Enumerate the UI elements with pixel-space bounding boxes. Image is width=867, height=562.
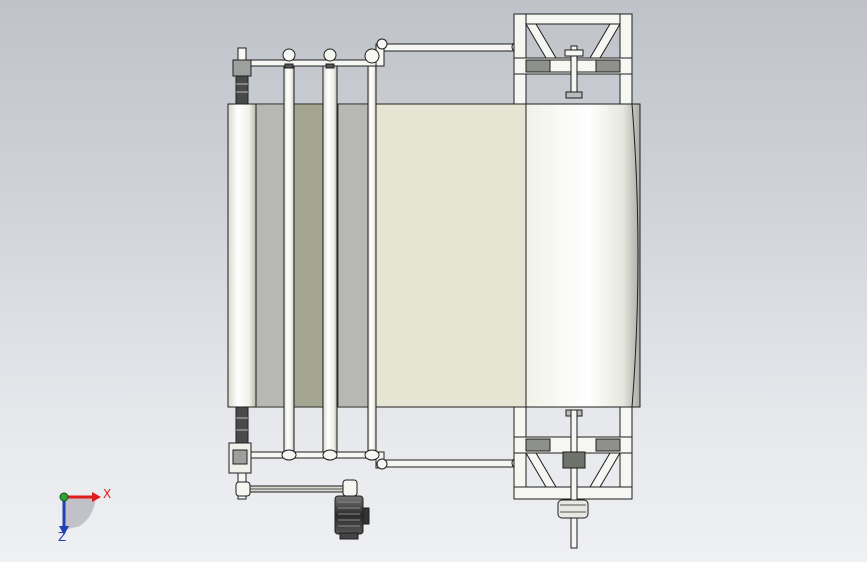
axis-origin-icon — [59, 492, 69, 502]
output-pulley-wheel[interactable] — [557, 499, 589, 519]
frame-bottom-right-brace — [589, 452, 621, 488]
top-drive-shaft[interactable] — [245, 38, 523, 69]
bearing-icon — [322, 449, 338, 461]
axis-x-label: X — [103, 487, 112, 501]
axis-z-label: Z — [58, 530, 67, 544]
bearing-icon — [376, 38, 388, 50]
frame-top[interactable] — [513, 13, 633, 105]
bottom-shaft-right[interactable] — [381, 459, 515, 468]
tail-roller[interactable] — [227, 103, 257, 408]
drive-pulley-small — [235, 481, 251, 497]
frame-bottom-left-brace — [525, 452, 557, 488]
top-shaft-right[interactable] — [381, 43, 515, 52]
shaft-collar — [325, 63, 335, 69]
head-drum[interactable] — [525, 103, 641, 408]
frame-bottom[interactable] — [513, 406, 633, 503]
drive-pulley-motor — [342, 479, 358, 497]
motor[interactable] — [334, 495, 370, 540]
frame-top-left-brace — [525, 23, 557, 59]
frame-top-screw-nut — [564, 49, 584, 57]
axis-triad — [59, 492, 101, 535]
motor-endcap — [362, 507, 370, 525]
x-axis-arrow-icon — [92, 492, 101, 502]
bottom-drive-shaft[interactable] — [245, 449, 523, 470]
axis-triad-plane — [64, 497, 96, 530]
bearing-icon — [281, 449, 297, 461]
gearbox-top[interactable] — [232, 47, 252, 105]
gearbox-top-housing[interactable] — [232, 59, 252, 77]
bearing-icon — [282, 48, 296, 62]
frame-top-beam[interactable] — [513, 13, 633, 25]
frame-top-screw-collar — [565, 91, 583, 99]
gearbox-top-coupling — [235, 75, 249, 105]
frame-bottom-block-right — [595, 438, 621, 452]
bearing-icon — [364, 449, 380, 461]
frame-top-right-brace — [589, 23, 621, 59]
bearing-icon — [364, 48, 380, 64]
bottom-shaft-left[interactable] — [245, 451, 381, 459]
top-shaft-left[interactable] — [245, 59, 381, 67]
output-pulley[interactable] — [557, 499, 589, 549]
z-axis-arrow-icon — [59, 526, 69, 535]
frame-top-block-right — [595, 59, 621, 73]
frame-bottom-gear — [562, 451, 586, 469]
gearbox-bottom-plate — [232, 449, 248, 465]
frame-bottom-block-left — [525, 438, 551, 452]
idler-roller-2[interactable] — [322, 59, 338, 456]
idler-roller-1[interactable] — [283, 59, 295, 456]
motor-foot — [339, 532, 359, 540]
gearbox-top-cap — [237, 47, 247, 61]
bearing-icon — [376, 458, 388, 470]
motor-belt-drive[interactable] — [235, 479, 358, 497]
head-drum-edge — [631, 103, 639, 408]
bearing-icon — [323, 48, 337, 62]
output-pulley-shaft — [570, 517, 578, 549]
frame-top-block-left — [525, 59, 551, 73]
idler-roller-3[interactable] — [367, 53, 377, 460]
shaft-collar — [284, 63, 294, 69]
gearbox-bottom-coupling — [235, 406, 249, 444]
